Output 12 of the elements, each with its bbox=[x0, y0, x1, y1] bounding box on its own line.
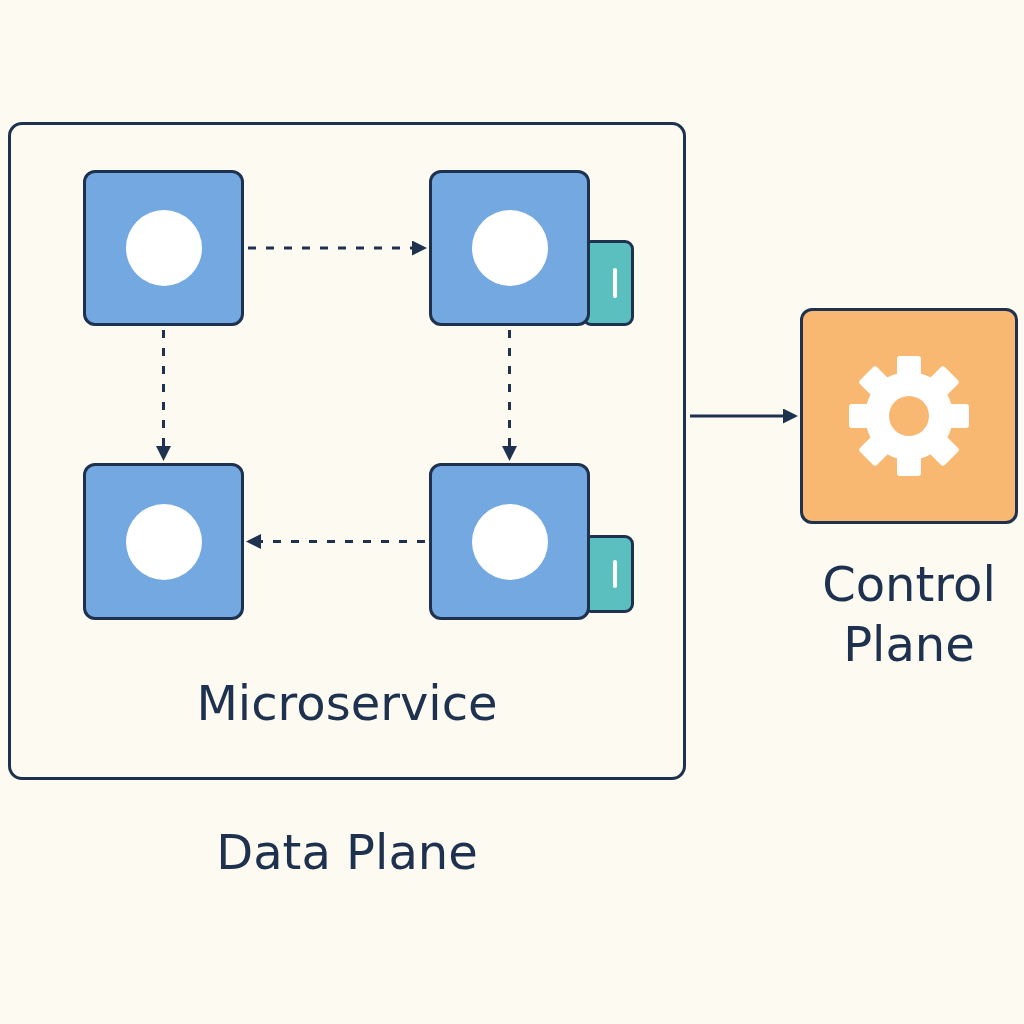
service-box bbox=[429, 170, 590, 326]
arrow bbox=[246, 534, 425, 549]
arrow bbox=[690, 408, 798, 424]
service-box bbox=[83, 463, 244, 620]
service-box bbox=[83, 170, 244, 326]
service-box bbox=[429, 463, 590, 620]
plane-label: Control Plane bbox=[821, 555, 997, 674]
arrow bbox=[502, 330, 517, 461]
box-title: Microservice bbox=[195, 674, 499, 733]
plane-label: Data Plane bbox=[215, 823, 479, 882]
arrow bbox=[248, 240, 427, 256]
arrow bbox=[156, 330, 171, 461]
